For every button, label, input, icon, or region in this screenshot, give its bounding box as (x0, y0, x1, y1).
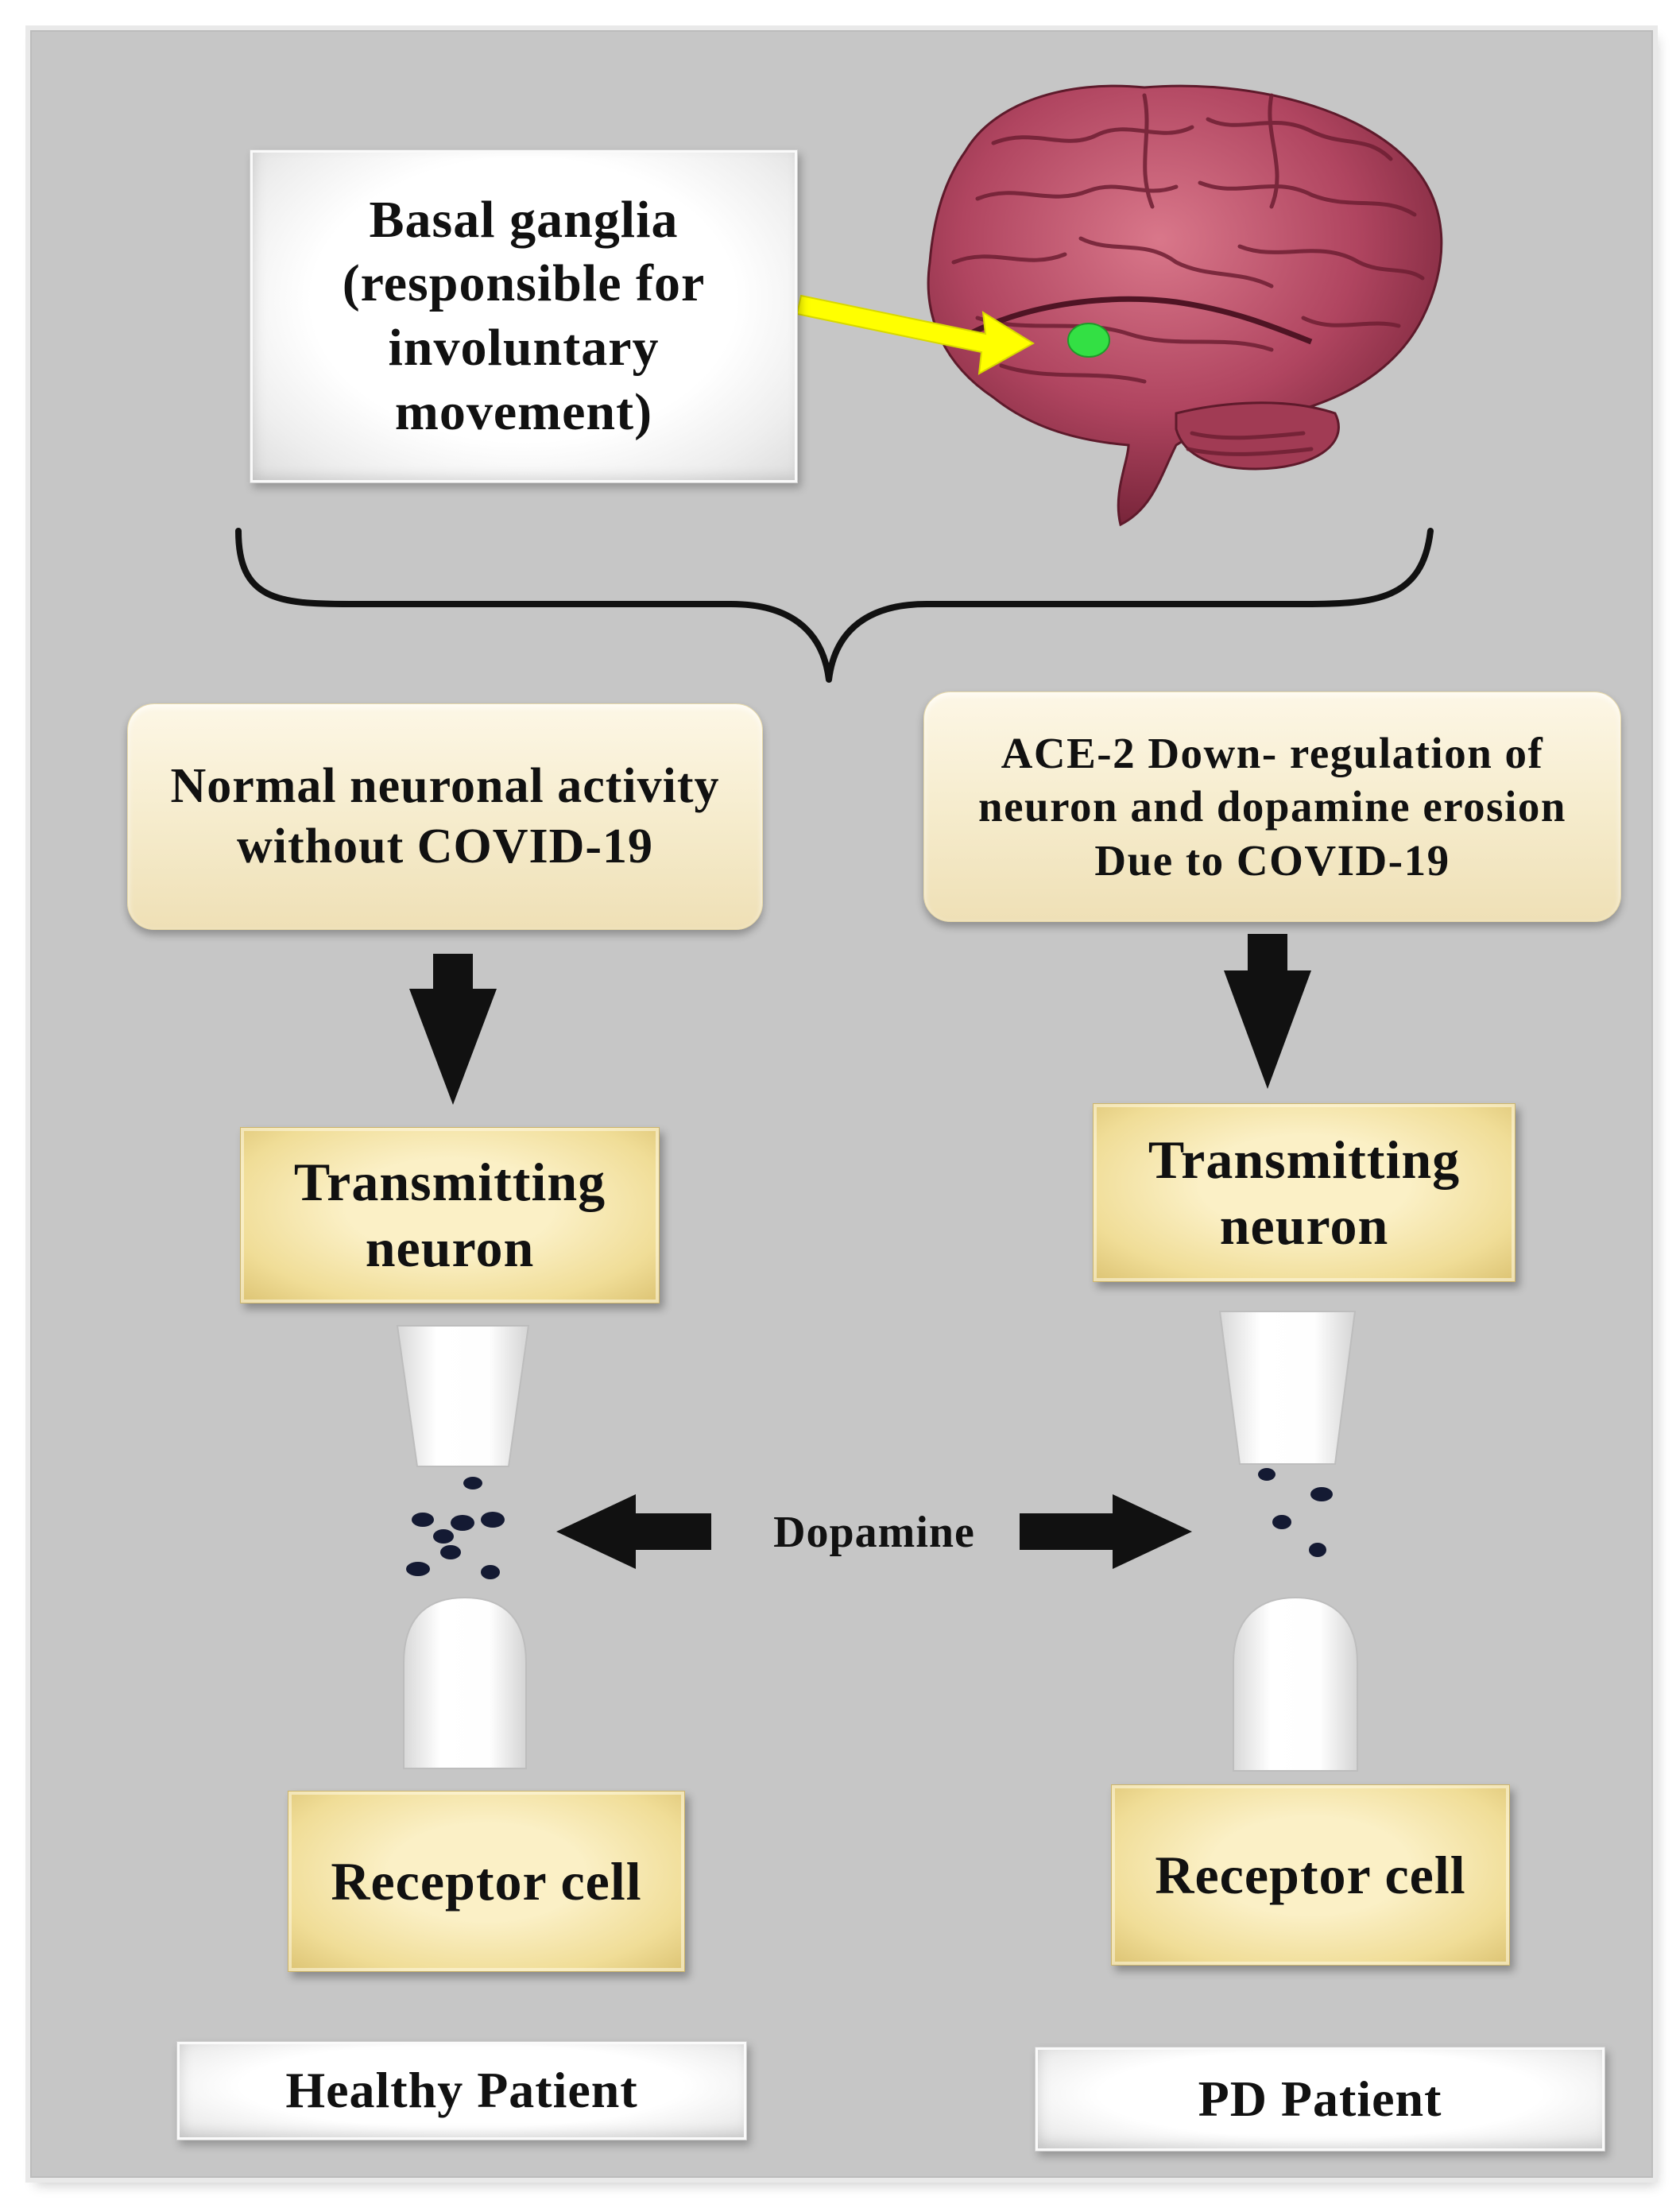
basal-ganglia-box: Basal ganglia (responsible for involunta… (250, 149, 798, 483)
presynaptic-terminal-right (1218, 1311, 1357, 1465)
dopamine-molecules-left (406, 1477, 505, 1579)
healthy-patient-text: Healthy Patient (285, 2062, 638, 2119)
pd-patient-label: PD Patient (1035, 2047, 1605, 2152)
normal-activity-box: Normal neuronal activity without COVID-1… (127, 703, 763, 930)
basal-ganglia-marker (1067, 323, 1110, 358)
transmitting-neuron-box-right: Transmitting neuron (1093, 1103, 1515, 1282)
pd-patient-text: PD Patient (1198, 2070, 1442, 2127)
receptor-cell-box-left: Receptor cell (288, 1791, 685, 1972)
yellow-pointer-arrow (795, 294, 1035, 375)
curly-brace (235, 528, 1434, 683)
brain-illustration (927, 84, 1443, 527)
receptor-cell-box-right: Receptor cell (1111, 1784, 1510, 1966)
presynaptic-terminal-left (396, 1325, 530, 1467)
receptor-cell-text-left: Receptor cell (331, 1850, 642, 1912)
transmitting-neuron-text-right: Transmitting neuron (1148, 1129, 1461, 1256)
down-arrow-right (1224, 934, 1311, 1089)
basal-ganglia-text: Basal ganglia (responsible for involunta… (342, 190, 706, 441)
dopamine-molecules-right (1258, 1468, 1333, 1557)
ace2-downregulation-text: ACE-2 Down- regulation of neuron and dop… (978, 729, 1566, 885)
receptor-dome-right (1233, 1596, 1358, 1772)
normal-activity-text: Normal neuronal activity without COVID-1… (170, 758, 720, 874)
dopamine-arrow-left (556, 1494, 711, 1569)
ace2-downregulation-box: ACE-2 Down- regulation of neuron and dop… (923, 691, 1621, 922)
dopamine-arrow-right (1020, 1494, 1192, 1569)
down-arrow-left (409, 954, 497, 1105)
transmitting-neuron-box-left: Transmitting neuron (240, 1127, 660, 1303)
transmitting-neuron-text-left: Transmitting neuron (293, 1152, 606, 1278)
receptor-dome-left (403, 1596, 527, 1769)
dopamine-label: Dopamine (773, 1508, 975, 1557)
receptor-cell-text-right: Receptor cell (1155, 1844, 1466, 1905)
healthy-patient-label: Healthy Patient (176, 2041, 747, 2140)
